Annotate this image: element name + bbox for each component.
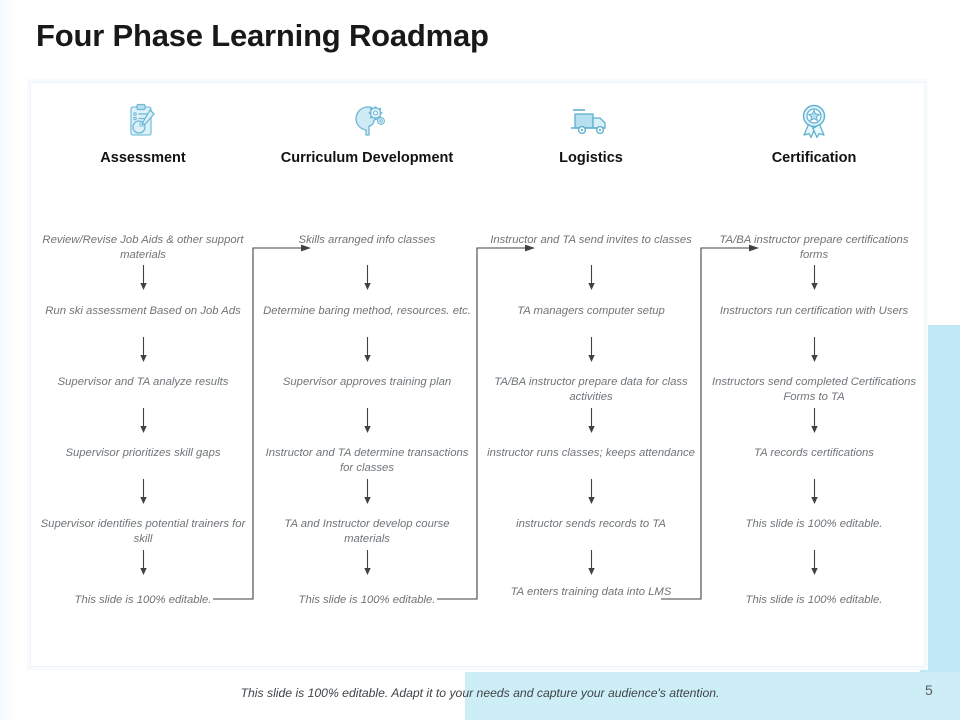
step-item: Skills arranged info classes	[298, 234, 436, 246]
column-header-curriculum-development: Curriculum Development	[255, 101, 479, 167]
arrow-down-icon	[139, 479, 148, 505]
arrow-down-icon	[363, 265, 372, 291]
arrow-down-icon	[139, 265, 148, 291]
step-item: Run ski assessment Based on Job Ads	[45, 305, 241, 317]
arrow-down-icon	[139, 408, 148, 434]
phase-column-assessment: Assessment Review/Revise Job Aids & othe…	[31, 83, 255, 668]
arrow-down-icon	[587, 550, 596, 576]
step-item: instructor runs classes; keeps attendanc…	[487, 447, 695, 459]
step-item: Instructor and TA determine transactions…	[265, 447, 469, 474]
phase-column-certification: Certification TA/BA instructor prepare c…	[702, 83, 926, 668]
bottom-right-accent-band	[920, 672, 960, 720]
connector-assessment-to-curriculum	[211, 243, 321, 603]
column-label: Certification	[771, 150, 857, 166]
delivery-truck-icon	[479, 101, 703, 143]
step-item: Instructors run certification with Users	[719, 305, 909, 317]
step-item: This slide is 100% editable.	[298, 594, 436, 606]
arrow-down-icon	[587, 479, 596, 505]
step-item: This slide is 100% editable.	[745, 594, 883, 606]
step-item: TA/BA instructor prepare data for class …	[494, 376, 688, 403]
step-item: TA records certifications	[754, 447, 874, 459]
step-item: Supervisor approves training plan	[282, 376, 452, 388]
arrow-down-icon	[810, 479, 819, 505]
step-item: instructor sends records to TA	[516, 518, 666, 530]
phase-column-curriculum-development: Curriculum Development Skills arranged i…	[255, 83, 479, 668]
column-label: Assessment	[100, 150, 186, 166]
arrow-down-icon	[810, 550, 819, 576]
arrow-down-icon	[810, 408, 819, 434]
arrow-down-icon	[587, 408, 596, 434]
step-item: TA enters training data into LMS	[510, 586, 672, 598]
step-item: Supervisor identifies potential trainers…	[40, 518, 246, 545]
clipboard-pen-icon	[31, 101, 255, 143]
award-ribbon-icon	[702, 101, 926, 143]
arrow-down-icon	[363, 550, 372, 576]
footer-note: This slide is 100% editable. Adapt it to…	[240, 686, 720, 700]
arrow-down-icon	[810, 265, 819, 291]
column-label: Curriculum Development	[280, 150, 454, 166]
arrow-down-icon	[810, 337, 819, 363]
step-item: Supervisor and TA analyze results	[57, 376, 229, 388]
roadmap-card: Assessment Review/Revise Job Aids & othe…	[30, 82, 925, 667]
arrow-down-icon	[363, 408, 372, 434]
step-item: TA and Instructor develop course materia…	[284, 518, 450, 545]
arrow-down-icon	[587, 265, 596, 291]
arrow-down-icon	[363, 479, 372, 505]
arrow-down-icon	[139, 550, 148, 576]
connector-logistics-to-certification	[659, 243, 769, 603]
step-item: Supervisor prioritizes skill gaps	[65, 447, 221, 459]
left-edge-decoration	[0, 0, 16, 720]
column-header-logistics: Logistics	[479, 101, 703, 167]
right-accent-band	[920, 325, 960, 672]
step-item: TA/BA instructor prepare certifications …	[719, 234, 909, 261]
arrow-down-icon	[587, 337, 596, 363]
phase-column-logistics: Logistics Instructor and TA send invites…	[479, 83, 703, 668]
arrow-down-icon	[139, 337, 148, 363]
column-label: Logistics	[559, 150, 623, 166]
step-item: Review/Revise Job Aids & other support m…	[42, 234, 244, 261]
step-item: This slide is 100% editable.	[74, 594, 212, 606]
step-item: Instructor and TA send invites to classe…	[490, 234, 692, 246]
head-gears-icon	[255, 101, 479, 143]
connector-curriculum-to-logistics	[435, 243, 545, 603]
slide-title: Four Phase Learning Roadmap	[36, 18, 489, 53]
step-item: TA managers computer setup	[517, 305, 665, 317]
column-header-certification: Certification	[702, 101, 926, 167]
page-number: 5	[925, 682, 933, 698]
step-item: Instructors send completed Certification…	[711, 376, 917, 403]
bottom-accent-band	[465, 672, 960, 720]
arrow-down-icon	[363, 337, 372, 363]
column-header-assessment: Assessment	[31, 101, 255, 167]
step-item: This slide is 100% editable.	[745, 518, 883, 530]
step-item: Determine baring method, resources. etc.	[263, 305, 471, 317]
